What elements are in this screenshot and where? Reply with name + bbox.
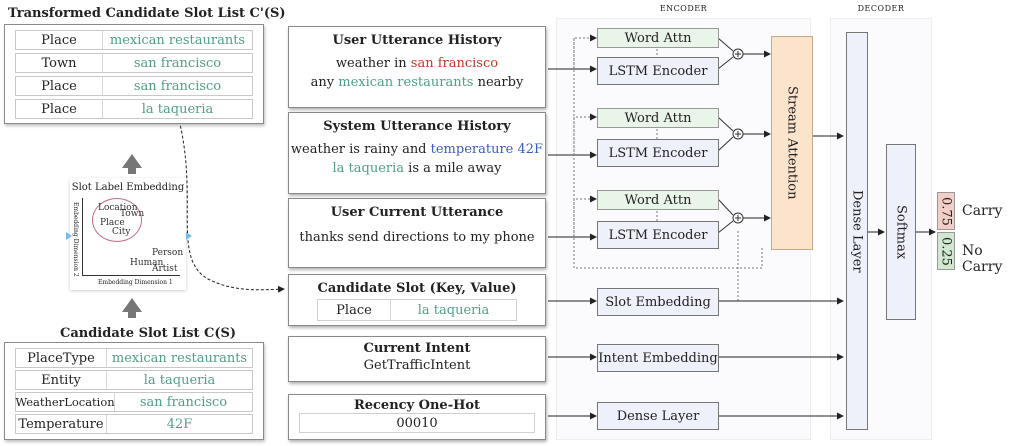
- slot-key: Town: [16, 54, 103, 72]
- text-plain: is a mile away: [404, 161, 502, 176]
- word-attn-1: Word Attn: [597, 28, 719, 48]
- lstm-encoder-1: LSTM Encoder: [597, 57, 719, 85]
- embedding-y-axis-label: Embedding Dimension 2: [72, 202, 79, 277]
- embedding-side-arrow: [186, 232, 192, 240]
- carry-probability: 0.75: [937, 192, 955, 230]
- transformed-list-title: Transformed Candidate Slot List C'(S): [8, 6, 286, 21]
- carry-prob-value: 0.75: [938, 196, 954, 226]
- text-plain: weather in: [335, 56, 411, 71]
- text-slot: san francisco: [410, 56, 499, 71]
- decoder-dense-layer: Dense Layer: [846, 32, 868, 430]
- embedding-x-axis-label: Embedding Dimension 1: [98, 279, 173, 286]
- list-item: Entity la taqueria: [15, 370, 253, 390]
- text-plain: weather is rainy and: [290, 142, 431, 157]
- slot-value: mexican restaurants: [111, 350, 248, 366]
- carry-label: Carry: [962, 203, 1003, 219]
- slot-key: PlaceType: [16, 349, 107, 367]
- embedding-axes: [82, 198, 180, 276]
- slot-key: Place: [16, 100, 103, 118]
- lstm-encoder-2: LSTM Encoder: [597, 139, 719, 167]
- list-item: Temperature 42F: [15, 414, 253, 434]
- current-intent-box: Current Intent GetTrafficIntent: [288, 336, 546, 382]
- intent-embedding-module: Intent Embedding: [597, 344, 719, 372]
- box-title: User Current Utterance: [330, 205, 504, 220]
- user-current-utterance-box: User Current Utterance thanks send direc…: [288, 198, 546, 268]
- text-plain: any: [310, 75, 339, 90]
- utterance-line: weather in san francisco: [289, 54, 545, 73]
- embedding-title: Slot Label Embedding: [71, 182, 185, 193]
- candidate-slot-pair: Place la taqueria: [317, 299, 517, 321]
- text-plain: nearby: [473, 75, 524, 90]
- box-title: Current Intent: [363, 341, 471, 356]
- embedding-label: Place: [100, 218, 125, 228]
- embedding-label: Town: [120, 209, 145, 219]
- utterance-line: weather is rainy and temperature 42F: [289, 140, 545, 159]
- encoder-label: ENCODER: [659, 4, 708, 13]
- text-slot: temperature 42F: [430, 142, 544, 157]
- utterance-line: la taqueria is a mile away: [289, 159, 545, 178]
- candidate-list-panel: PlaceType mexican restaurants Entity la …: [4, 342, 264, 440]
- box-title: User Utterance History: [332, 33, 502, 48]
- slot-key: WeatherLocation: [15, 393, 115, 411]
- embedding-label: Human: [130, 258, 164, 268]
- embedding-figure: Slot Label Embedding Location Town Place…: [70, 178, 186, 290]
- word-attn-2: Word Attn: [597, 108, 719, 128]
- intent-value: GetTrafficIntent: [363, 358, 471, 373]
- lstm-encoder-3: LSTM Encoder: [597, 221, 719, 249]
- user-utterance-history-box: User Utterance History weather in san fr…: [288, 26, 546, 108]
- list-item: PlaceType mexican restaurants: [15, 348, 253, 368]
- transformed-list-panel: Place mexican restaurants Town san franc…: [4, 24, 264, 124]
- candidate-list-title: Candidate Slot List C(S): [60, 326, 237, 341]
- slot-value: la taqueria: [141, 101, 214, 117]
- nocarry-prob-value: 0.25: [938, 236, 954, 266]
- nocarry-probability: 0.25: [937, 232, 955, 270]
- slot-value: mexican restaurants: [109, 32, 246, 48]
- box-title: System Utterance History: [323, 119, 511, 134]
- list-item: Place san francisco: [15, 76, 253, 96]
- box-title: Candidate Slot (Key, Value): [317, 281, 517, 296]
- decoder-label: DECODER: [857, 4, 905, 13]
- slot-embedding-module: Slot Embedding: [597, 288, 719, 316]
- recency-value: 00010: [299, 413, 535, 433]
- text-slot: la taqueria: [332, 161, 405, 176]
- embedding-side-arrow: [66, 232, 72, 240]
- word-attn-3: Word Attn: [597, 190, 719, 210]
- system-utterance-history-box: System Utterance History weather is rain…: [288, 112, 546, 194]
- candidate-slot-box: Candidate Slot (Key, Value) Place la taq…: [288, 274, 546, 326]
- embedding-label: City: [112, 227, 131, 237]
- encoder-dense-layer: Dense Layer: [597, 402, 719, 430]
- stream-attention-module: Stream Attention: [771, 36, 813, 250]
- list-item: Place la taqueria: [15, 99, 253, 119]
- slot-value: san francisco: [133, 55, 222, 71]
- utterance-line: any mexican restaurants nearby: [289, 73, 545, 92]
- dense-layer-label: Dense Layer: [849, 189, 865, 273]
- utterance-line: thanks send directions to my phone: [299, 230, 535, 245]
- slot-value: san francisco: [133, 78, 222, 94]
- list-item: Place mexican restaurants: [15, 30, 253, 50]
- embedding-label: Artist: [152, 264, 178, 274]
- slot-value: 42F: [166, 416, 193, 432]
- embedding-label: Person: [152, 248, 184, 258]
- softmax-label: Softmax: [893, 204, 909, 260]
- slot-value: san francisco: [139, 394, 228, 410]
- recency-one-hot-box: Recency One-Hot 00010: [288, 394, 546, 440]
- text-slot: mexican restaurants: [338, 75, 474, 90]
- box-title: Recency One-Hot: [353, 398, 481, 413]
- slot-key: Temperature: [16, 415, 107, 433]
- slot-value: la taqueria: [417, 302, 490, 318]
- softmax-module: Softmax: [886, 144, 916, 320]
- slot-key: Place: [16, 77, 103, 95]
- slot-key: Place: [16, 31, 103, 49]
- slot-key: Entity: [16, 371, 107, 389]
- slot-value: la taqueria: [143, 372, 216, 388]
- nocarry-label: No Carry: [962, 243, 1003, 275]
- embedding-cluster-ellipse: [92, 198, 142, 242]
- slot-key: Place: [318, 300, 391, 320]
- embedding-label: Location: [98, 203, 138, 213]
- list-item: Town san francisco: [15, 53, 253, 73]
- stream-attention-label: Stream Attention: [784, 86, 800, 200]
- list-item: WeatherLocation san francisco: [15, 392, 253, 412]
